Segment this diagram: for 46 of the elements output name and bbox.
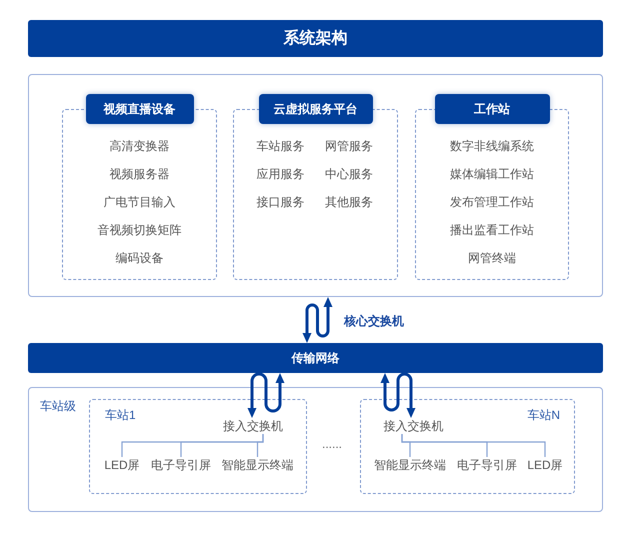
station-box	[89, 399, 307, 494]
item-label: 高清变换器	[110, 138, 170, 154]
terminal-label: 智能显示终端	[222, 457, 294, 473]
item-label: 播出监看工作站	[450, 222, 534, 238]
station-box	[360, 399, 575, 494]
network-band: 传输网络	[28, 343, 603, 373]
item-label: 应用服务	[256, 166, 304, 182]
heading-tab: 云虚拟服务平台	[258, 94, 372, 124]
item-label: 媒体编辑工作站	[450, 166, 534, 182]
double-arrow	[302, 297, 332, 343]
terminal-label: LED屏	[527, 457, 563, 473]
group-box	[233, 94, 398, 280]
title-band: 系统架构	[28, 20, 603, 57]
item-label: 中心服务	[325, 166, 373, 182]
ellipsis: ......	[322, 436, 342, 452]
item-label: 其他服务	[325, 194, 373, 210]
item-label: 网管终端	[468, 250, 516, 266]
item-label: 音视频切换矩阵	[98, 222, 182, 238]
section-label: 车站级	[40, 398, 76, 414]
group-box	[62, 94, 217, 280]
container-box	[28, 74, 603, 297]
station-label: 车站N	[527, 407, 560, 423]
switch-label: 接入交换机	[223, 418, 283, 434]
double-arrow	[380, 372, 416, 418]
item-label: 编码设备	[116, 250, 164, 266]
switch-label: 接入交换机	[384, 418, 444, 434]
item-label: 车站服务	[256, 138, 304, 154]
heading-tab: 工作站	[434, 94, 550, 124]
terminal-label: 电子导引屏	[151, 457, 211, 473]
group-box	[415, 94, 569, 280]
terminal-label: LED屏	[104, 457, 140, 473]
heading-tab: 视频直播设备	[86, 94, 194, 124]
terminal-label: 电子导引屏	[457, 457, 517, 473]
item-label: 广电节目输入	[104, 194, 176, 210]
item-label: 视频服务器	[110, 166, 170, 182]
item-label: 接口服务	[256, 194, 304, 210]
station-label: 车站1	[105, 407, 136, 423]
container-box	[28, 387, 603, 512]
connector-line	[256, 434, 264, 457]
double-arrow	[248, 372, 284, 418]
connector-line	[401, 434, 546, 457]
item-label: 网管服务	[325, 138, 373, 154]
edge-label: 核心交换机	[344, 313, 404, 329]
item-label: 发布管理工作站	[450, 194, 534, 210]
terminal-label: 智能显示终端	[374, 457, 446, 473]
item-label: 数字非线编系统	[450, 138, 534, 154]
